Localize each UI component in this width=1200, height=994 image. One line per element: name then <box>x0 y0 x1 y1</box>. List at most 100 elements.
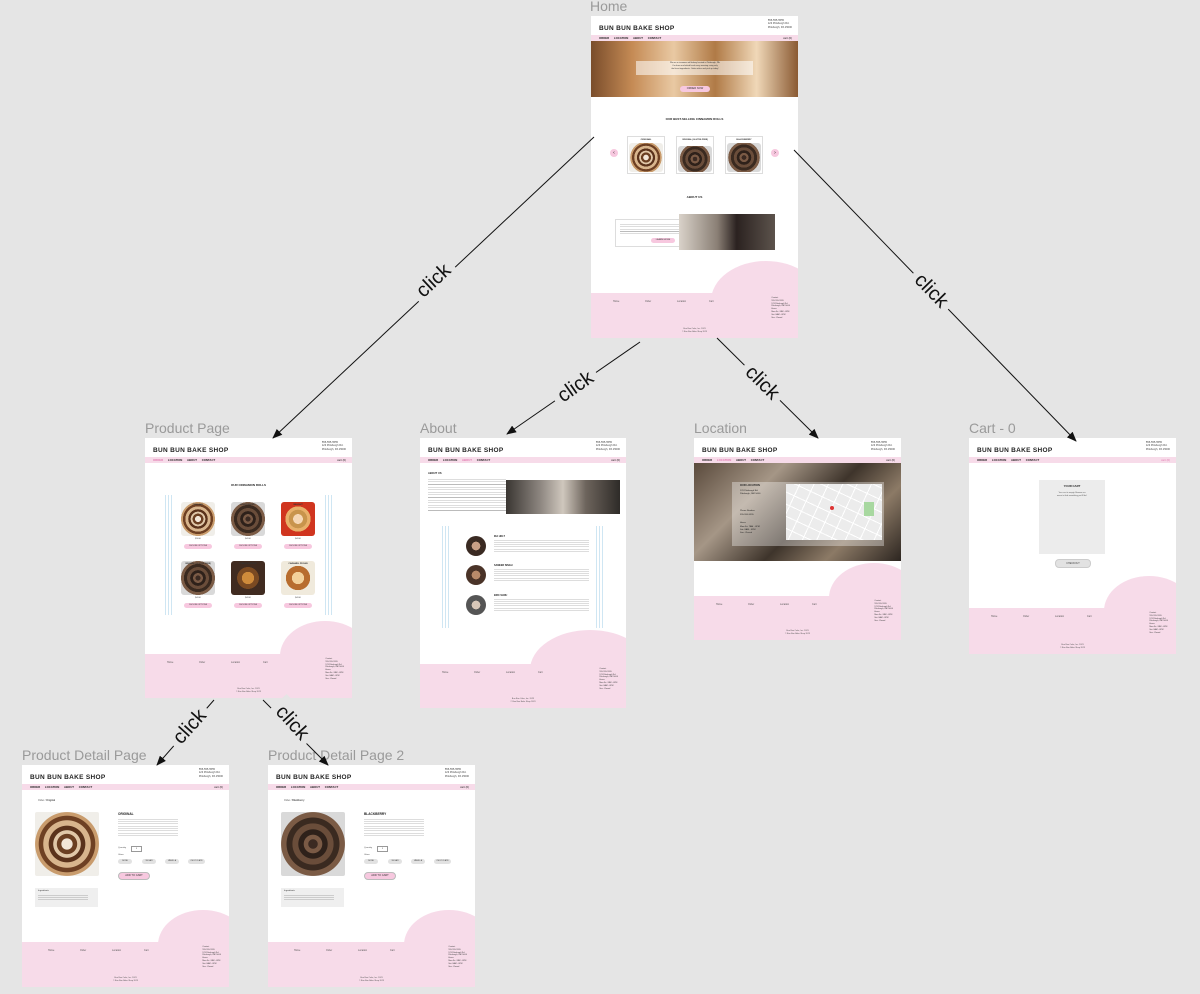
nav-contact[interactable]: CONTACT <box>1025 458 1040 462</box>
product-card[interactable]: ORIGINAL $3.00 CHOOSE OPTIONS <box>179 502 217 552</box>
map-embed[interactable] <box>786 484 882 540</box>
nav-contact[interactable]: CONTACT <box>476 458 491 462</box>
glaze-option-none[interactable]: NONE <box>364 859 378 864</box>
nav-order[interactable]: ORDER <box>153 458 164 462</box>
nav-location[interactable]: LOCATION <box>167 458 183 462</box>
glaze-option-sugar[interactable]: SUGAR <box>142 859 156 864</box>
nav-about[interactable]: ABOUT <box>63 785 74 789</box>
order-now-button[interactable]: ORDER NOW <box>680 86 710 92</box>
nav-about[interactable]: ABOUT <box>186 458 197 462</box>
product-photo <box>281 812 345 876</box>
glaze-option-chocolate[interactable]: CHOCOLATE <box>188 859 205 864</box>
glaze-option-none[interactable]: NONE <box>118 859 132 864</box>
nav-cart[interactable]: cart (0) <box>611 458 620 462</box>
nav-about[interactable]: ABOUT <box>632 36 643 40</box>
carousel-card-original[interactable]: ORIGINAL <box>627 136 665 174</box>
nav-contact[interactable]: CONTACT <box>324 785 339 789</box>
footer-link-location[interactable]: Location <box>677 300 687 303</box>
choose-options-button[interactable]: CHOOSE OPTIONS <box>284 544 312 549</box>
nav-cart[interactable]: cart (0) <box>460 785 469 789</box>
quantity-select[interactable]: 1 <box>377 846 388 852</box>
nav-location[interactable]: LOCATION <box>991 458 1007 462</box>
glaze-option-vanilla[interactable]: VANILLA <box>165 859 179 864</box>
product-photo <box>281 502 315 536</box>
brand-logo[interactable]: BUN BUN BAKE SHOP <box>276 774 352 781</box>
brand-logo[interactable]: BUN BUN BAKE SHOP <box>428 447 504 454</box>
learn-more-button[interactable]: LEARN MORE <box>651 238 675 243</box>
product-card[interactable]: WALNUT $4.00 CHOOSE OPTIONS <box>279 502 317 552</box>
choose-options-button[interactable]: CHOOSE OPTIONS <box>184 544 212 549</box>
product-card[interactable]: BLACKBERRY $4.00 CHOOSE OPTIONS <box>229 502 267 552</box>
checkout-button[interactable]: CHECKOUT <box>1055 559 1091 568</box>
carousel-next[interactable]: › <box>771 149 779 157</box>
nav-location[interactable]: LOCATION <box>613 36 629 40</box>
nav-cart[interactable]: cart (0) <box>886 458 895 462</box>
frame-home[interactable]: BUN BUN BAKE SHOP 555-555-5555 123 Pitts… <box>591 16 798 338</box>
nav-about[interactable]: ABOUT <box>735 458 746 462</box>
nav-cart[interactable]: cart (0) <box>214 785 223 789</box>
nav-about[interactable]: ABOUT <box>309 785 320 789</box>
add-to-cart-button[interactable]: ADD TO CART <box>118 872 150 880</box>
nav-location[interactable]: LOCATION <box>716 458 732 462</box>
product-card[interactable]: PUMPKIN SPICE $4.00 CHOOSE OPTIONS <box>229 561 267 611</box>
product-description <box>364 819 424 837</box>
footer-link-order[interactable]: Order <box>645 300 652 303</box>
nav-location[interactable]: LOCATION <box>442 458 458 462</box>
footer-link-home[interactable]: Home <box>613 300 620 303</box>
footer-link-cart[interactable]: Cart <box>709 300 714 303</box>
brand-logo[interactable]: BUN BUN BAKE SHOP <box>30 774 106 781</box>
nav-location[interactable]: LOCATION <box>44 785 60 789</box>
nav-order[interactable]: ORDER <box>977 458 988 462</box>
quantity-select[interactable]: 1 <box>131 846 142 852</box>
choose-options-button[interactable]: CHOOSE OPTIONS <box>234 544 262 549</box>
brand-logo[interactable]: BUN BUN BAKE SHOP <box>153 447 229 454</box>
nav-about[interactable]: ABOUT <box>461 458 472 462</box>
glaze-option-chocolate[interactable]: CHOCOLATE <box>434 859 451 864</box>
carousel-prev[interactable]: ‹ <box>610 149 618 157</box>
brand-logo[interactable]: BUN BUN BAKE SHOP <box>977 447 1053 454</box>
choose-options-button[interactable]: CHOOSE OPTIONS <box>184 603 212 608</box>
nav-order[interactable]: ORDER <box>702 458 713 462</box>
nav-contact[interactable]: CONTACT <box>647 36 662 40</box>
nav-cart[interactable]: cart (0) <box>1161 458 1170 462</box>
brand-logo[interactable]: BUN BUN BAKE SHOP <box>599 25 675 32</box>
product-name: BLACKBERRY <box>240 504 256 506</box>
nav-order[interactable]: ORDER <box>428 458 439 462</box>
nav-contact[interactable]: CONTACT <box>78 785 93 789</box>
nav-order[interactable]: ORDER <box>30 785 41 789</box>
glaze-option-vanilla[interactable]: VANILLA <box>411 859 425 864</box>
nav-cart[interactable]: cart (0) <box>337 458 346 462</box>
product-card[interactable]: ORIGINAL (GLUTEN-FREE) $4.00 CHOOSE OPTI… <box>179 561 217 611</box>
nav-order[interactable]: ORDER <box>599 36 610 40</box>
about-photo <box>679 214 775 250</box>
nav-about[interactable]: ABOUT <box>1010 458 1021 462</box>
edge-label-home-cart: click <box>910 269 954 313</box>
nav-location[interactable]: LOCATION <box>290 785 306 789</box>
nav-contact[interactable]: CONTACT <box>201 458 216 462</box>
breadcrumb-root[interactable]: Order <box>284 799 291 802</box>
breadcrumb-root[interactable]: Order <box>38 799 45 802</box>
product-card[interactable]: CARAMEL PECAN $4.00 CHOOSE OPTIONS <box>279 561 317 611</box>
choose-options-button[interactable]: CHOOSE OPTIONS <box>234 603 262 608</box>
glaze-option-sugar[interactable]: SUGAR <box>388 859 402 864</box>
choose-options-button[interactable]: CHOOSE OPTIONS <box>284 603 312 608</box>
nav-order[interactable]: ORDER <box>276 785 287 789</box>
brand-logo[interactable]: BUN BUN BAKE SHOP <box>702 447 778 454</box>
add-to-cart-button[interactable]: ADD TO CART <box>364 872 396 880</box>
footer-copyright: Bun Bun Cake, Inc. 2023© Bun Bun Bake Sh… <box>112 977 139 983</box>
quantity-label: Quantity <box>364 847 373 849</box>
carousel-card-blackberry[interactable]: BLACKBERRY <box>725 136 763 174</box>
nav-cart[interactable]: cart (0) <box>783 36 792 40</box>
carousel-card-gluten-free[interactable]: ORIGINAL (GLUTEN-FREE) <box>676 136 714 174</box>
nav-contact[interactable]: CONTACT <box>750 458 765 462</box>
decor-stripes-right <box>596 526 604 628</box>
